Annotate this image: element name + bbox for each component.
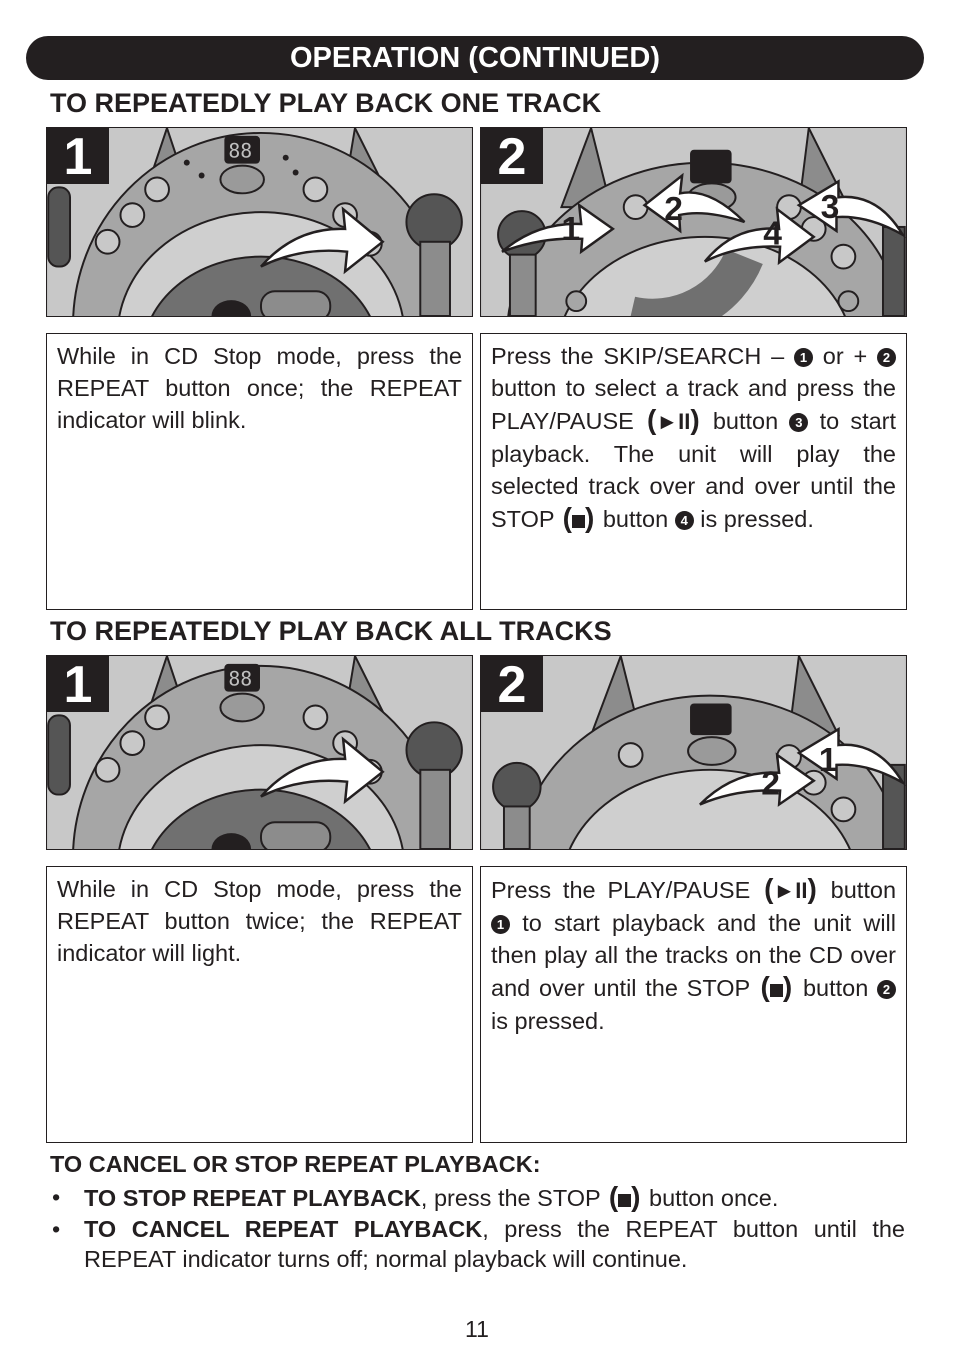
instruction-text-step-2: Press the PLAY/PAUSE (►II) button 1 to s…: [480, 866, 907, 1143]
section-banner: OPERATION (CONTINUED): [26, 36, 924, 80]
text-fragment: button once.: [649, 1185, 779, 1211]
instruction-text-step-2: Press the SKIP/SEARCH – 1 or + 2 button …: [480, 333, 907, 610]
circled-number-icon: 2: [877, 348, 897, 367]
stop-icon: (): [608, 1181, 641, 1212]
section-title-all-tracks: TO REPEATEDLY PLAY BACK ALL TRACKS: [50, 616, 612, 646]
circled-number-icon: 1: [491, 915, 510, 934]
karaoke-unit-illustration: 88: [47, 128, 471, 316]
text-fragment: Press the SKIP/SEARCH –: [491, 343, 785, 369]
arrow-icon: [703, 206, 816, 266]
arrow-icon: [260, 206, 385, 275]
cancel-section-title: TO CANCEL OR STOP REPEAT PLAYBACK:: [50, 1151, 541, 1177]
callout-label: 1: [819, 742, 838, 779]
callout-label: 2: [664, 191, 683, 228]
arrow-icon: [699, 752, 816, 807]
step-number: 2: [481, 656, 543, 714]
text-fragment: , press the REPEAT button until the REPE…: [84, 1216, 906, 1272]
callout-label: 3: [821, 189, 840, 226]
list-item: • TO STOP REPEAT PLAYBACK, press the STO…: [50, 1182, 905, 1214]
bullet-bold-text: TO STOP REPEAT PLAYBACK: [84, 1185, 421, 1211]
stop-icon: (): [562, 502, 595, 533]
illustration-step-2-one-track: 1 2 3 4 2: [480, 127, 907, 317]
step-number: 1: [47, 656, 109, 714]
instruction-text-step-1: While in CD Stop mode, press the REPEAT …: [46, 333, 473, 610]
cancel-bullet-list: • TO STOP REPEAT PLAYBACK, press the STO…: [50, 1182, 905, 1274]
arrow-icon: [796, 179, 906, 239]
text-fragment: , press the STOP: [420, 1185, 601, 1211]
step-number: 1: [47, 128, 109, 186]
text-fragment: button: [830, 877, 897, 903]
text-fragment: is pressed.: [700, 506, 814, 532]
bullet-icon: •: [52, 1184, 61, 1210]
text-fragment: is pressed.: [491, 1008, 605, 1034]
display-icon: 88: [228, 668, 252, 691]
karaoke-unit-illustration: 1 2: [482, 656, 906, 849]
text-fragment: button: [602, 506, 669, 532]
text-fragment: button: [712, 408, 779, 434]
illustration-step-1-one-track: 88 1: [46, 127, 473, 317]
karaoke-unit-illustration: 1 2 3 4: [482, 128, 906, 316]
play-pause-icon: (►II): [764, 873, 817, 904]
illustration-step-2-all-tracks: 1 2 2: [480, 655, 907, 850]
display-icon: 88: [228, 140, 252, 163]
circled-number-icon: 3: [789, 413, 809, 432]
instruction-text: While in CD Stop mode, press the REPEAT …: [57, 343, 462, 433]
text-fragment: button to select a track and press the P…: [491, 375, 896, 434]
arrow-icon: [796, 727, 906, 786]
arrow-icon: [501, 202, 615, 255]
arrow-icon: [642, 172, 746, 234]
step-number: 2: [481, 128, 543, 186]
bullet-icon: •: [52, 1216, 61, 1242]
karaoke-unit-illustration: 88: [47, 656, 471, 849]
play-pause-icon: (►II): [647, 404, 700, 435]
circled-number-icon: 4: [674, 511, 694, 530]
bullet-bold-text: TO CANCEL REPEAT PLAYBACK: [84, 1216, 483, 1242]
circled-number-icon: 1: [794, 348, 813, 367]
text-fragment: button: [802, 975, 869, 1001]
page-number: 11: [465, 1316, 489, 1342]
circled-number-icon: 2: [877, 980, 897, 999]
stop-icon: (): [760, 971, 793, 1002]
section-title-one-track: TO REPEATEDLY PLAY BACK ONE TRACK: [50, 88, 602, 118]
instruction-text: While in CD Stop mode, press the REPEAT …: [57, 876, 462, 966]
list-item: • TO CANCEL REPEAT PLAYBACK, press the R…: [50, 1214, 905, 1274]
instruction-text-step-1: While in CD Stop mode, press the REPEAT …: [46, 866, 473, 1143]
text-fragment: or +: [822, 343, 868, 369]
text-fragment: to start playback and the unit will then…: [491, 910, 896, 1001]
arrow-icon: [260, 736, 385, 805]
callout-label: 1: [561, 211, 580, 248]
text-fragment: to start playback. The unit will play th…: [491, 408, 897, 532]
callout-label: 2: [761, 766, 780, 803]
illustration-step-1-all-tracks: 88 1: [46, 655, 473, 850]
callout-label: 4: [763, 216, 782, 253]
text-fragment: Press the PLAY/PAUSE: [491, 877, 751, 903]
